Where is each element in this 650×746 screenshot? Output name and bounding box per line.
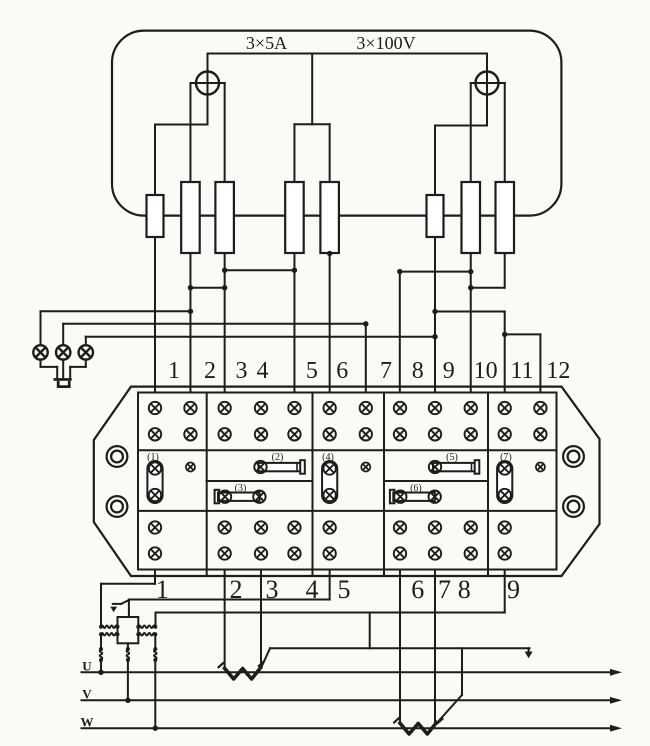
svg-text:(6): (6) bbox=[410, 483, 422, 494]
svg-text:11: 11 bbox=[510, 358, 533, 384]
svg-text:8: 8 bbox=[412, 358, 424, 384]
svg-text:(2): (2) bbox=[272, 452, 284, 463]
svg-text:1: 1 bbox=[156, 575, 169, 604]
svg-text:7: 7 bbox=[380, 358, 392, 384]
svg-text:7: 7 bbox=[438, 575, 451, 604]
svg-text:W: W bbox=[81, 714, 94, 729]
svg-text:(7): (7) bbox=[500, 452, 512, 463]
svg-text:9: 9 bbox=[507, 575, 520, 604]
svg-text:2: 2 bbox=[204, 358, 216, 384]
svg-text:5: 5 bbox=[338, 575, 351, 604]
svg-text:(4): (4) bbox=[322, 452, 334, 463]
svg-text:3×5A: 3×5A bbox=[246, 33, 287, 53]
svg-text:(1): (1) bbox=[147, 452, 159, 463]
svg-text:6: 6 bbox=[411, 575, 424, 604]
svg-text:9: 9 bbox=[443, 358, 455, 384]
svg-text:3: 3 bbox=[266, 575, 279, 604]
svg-text:(5): (5) bbox=[446, 452, 458, 463]
svg-text:8: 8 bbox=[458, 575, 471, 604]
svg-text:U: U bbox=[82, 659, 92, 674]
svg-text:(3): (3) bbox=[235, 483, 247, 494]
svg-text:5: 5 bbox=[306, 358, 318, 384]
svg-text:4: 4 bbox=[306, 575, 319, 604]
svg-text:3: 3 bbox=[236, 358, 248, 384]
svg-text:12: 12 bbox=[546, 358, 570, 384]
svg-text:2: 2 bbox=[230, 575, 243, 604]
svg-text:4: 4 bbox=[257, 358, 269, 384]
svg-text:1: 1 bbox=[168, 358, 180, 384]
svg-text:3×100V: 3×100V bbox=[356, 33, 415, 53]
svg-text:10: 10 bbox=[474, 358, 498, 384]
svg-text:6: 6 bbox=[336, 358, 348, 384]
svg-text:V: V bbox=[82, 687, 92, 702]
